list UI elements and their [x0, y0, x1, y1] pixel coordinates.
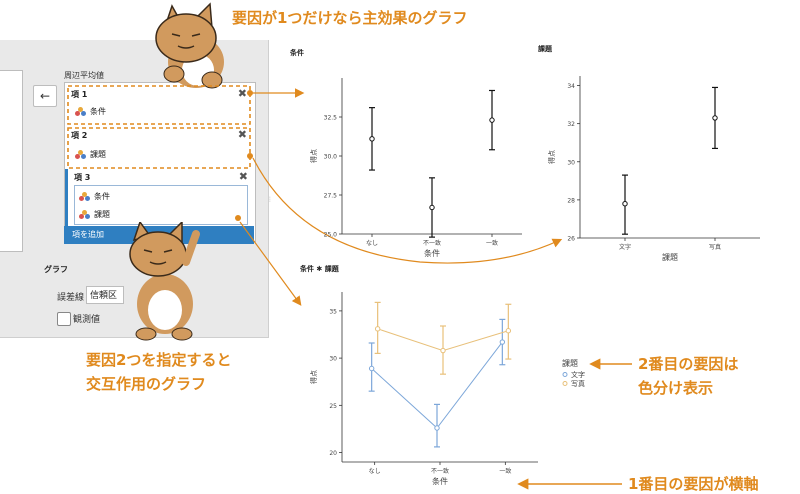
x-tick-label: 不一致: [423, 239, 441, 247]
legend-label: 文字: [571, 370, 585, 379]
legend-marker: [562, 372, 568, 377]
x-tick-label: 文字: [619, 243, 631, 251]
y-axis-label: 得点: [309, 149, 318, 163]
term-3-factor-box: [74, 185, 248, 225]
arrow-to-chart-3: [239, 221, 302, 306]
y-axis-label: 得点: [547, 150, 556, 164]
y-tick-label: 26: [567, 236, 575, 243]
factor-icon: [75, 107, 86, 116]
highlight-term-2: [67, 127, 251, 169]
x-tick-label: 不一致: [431, 467, 449, 475]
options-panel: ← 周辺平均値 項 1 ✖ 条件 項 2 ✖ 課題 項 3 ✖ 条件: [0, 40, 269, 338]
error-bar-label: 誤差線: [57, 293, 85, 303]
legend-marker: [562, 381, 568, 386]
factor-icon: [79, 192, 90, 201]
cat-illustration-bottom: [129, 222, 200, 341]
data-point: [374, 326, 381, 332]
cat-illustration-top: [155, 2, 224, 89]
term-3-factor-1: 条件: [79, 191, 110, 202]
annotation-second-factor-line1: 2番目の要因は: [638, 355, 739, 373]
remove-term-3-icon[interactable]: ✖: [238, 170, 248, 183]
x-tick-label: 一致: [499, 467, 511, 475]
term-1[interactable]: 項 1 ✖ 条件: [67, 86, 251, 122]
remove-term-2-icon[interactable]: ✖: [237, 128, 247, 141]
data-point: [440, 347, 446, 354]
chart-3-title: 条件 ✱ 課題: [300, 265, 339, 273]
x-axis-label: 課題: [662, 252, 678, 262]
y-tick-label: 32.5: [324, 115, 338, 122]
x-tick-label: 一致: [486, 239, 498, 247]
annotation-main-effect: 要因が1つだけなら主効果のグラフ: [232, 9, 468, 27]
term-2-factor: 課題: [75, 149, 106, 160]
data-point: [712, 115, 718, 121]
x-tick-label: なし: [369, 468, 381, 475]
observed-label: 観測値: [73, 315, 101, 325]
highlight-term-1: [67, 85, 251, 125]
y-tick-label: 35: [329, 308, 337, 315]
data-point: [489, 117, 495, 123]
term-2-label: 項 2: [71, 131, 88, 140]
chart-1-title: 条件: [290, 49, 304, 57]
y-axis-label: 得点: [309, 370, 318, 384]
annotation-second-factor-line2: 色分け表示: [638, 379, 714, 397]
annotation-interaction-line2: 交互作用のグラフ: [86, 375, 207, 393]
y-tick-label: 28: [567, 197, 575, 204]
arrow-to-chart-2: [252, 157, 563, 264]
marginal-means-label: 周辺平均値: [64, 71, 104, 80]
legend-title: 課題: [562, 358, 578, 368]
factor-icon: [75, 150, 86, 159]
y-tick-label: 25.0: [324, 232, 338, 239]
y-tick-label: 25: [329, 403, 337, 410]
y-tick-label: 20: [329, 450, 337, 457]
back-arrow-button[interactable]: ←: [33, 85, 57, 107]
annotation-first-factor: 1番目の要因が横軸: [628, 475, 759, 493]
y-tick-label: 30.0: [324, 154, 338, 161]
x-axis-label: 条件: [424, 248, 440, 258]
variable-list[interactable]: [0, 70, 23, 252]
x-tick-label: 写真: [709, 243, 721, 251]
x-tick-label: なし: [366, 240, 378, 247]
legend-label: 写真: [571, 379, 585, 388]
term-2[interactable]: 項 2 ✖ 課題: [67, 127, 251, 165]
x-axis-label: 条件: [432, 476, 448, 486]
term-1-label: 項 1: [71, 90, 88, 99]
term-3-factor-2: 課題: [79, 209, 110, 220]
splitter-handle[interactable]: ⋮: [267, 196, 273, 203]
observed-checkbox[interactable]: [57, 312, 71, 326]
remove-term-1-icon[interactable]: ✖: [237, 87, 247, 100]
y-tick-label: 30: [567, 159, 575, 166]
term-1-factor: 条件: [75, 106, 106, 117]
data-point: [429, 204, 435, 211]
error-bar-select[interactable]: 信頼区: [86, 286, 124, 304]
term-3[interactable]: 項 3 ✖ 条件 課題: [65, 169, 252, 227]
data-point: [369, 136, 375, 142]
y-tick-label: 34: [567, 83, 575, 90]
data-point: [505, 328, 512, 334]
term-3-label: 項 3: [74, 173, 91, 182]
data-point: [622, 200, 628, 207]
data-point: [499, 339, 506, 345]
factor-icon: [79, 210, 90, 219]
chart-2-title: 課題: [538, 45, 552, 53]
data-point: [368, 365, 375, 372]
annotation-interaction-line1: 要因2つを指定すると: [86, 351, 232, 369]
y-tick-label: 27.5: [324, 193, 338, 200]
y-tick-label: 30: [329, 356, 337, 363]
data-point: [434, 425, 440, 431]
graph-section-label: グラフ: [44, 265, 68, 274]
y-tick-label: 32: [567, 121, 575, 128]
